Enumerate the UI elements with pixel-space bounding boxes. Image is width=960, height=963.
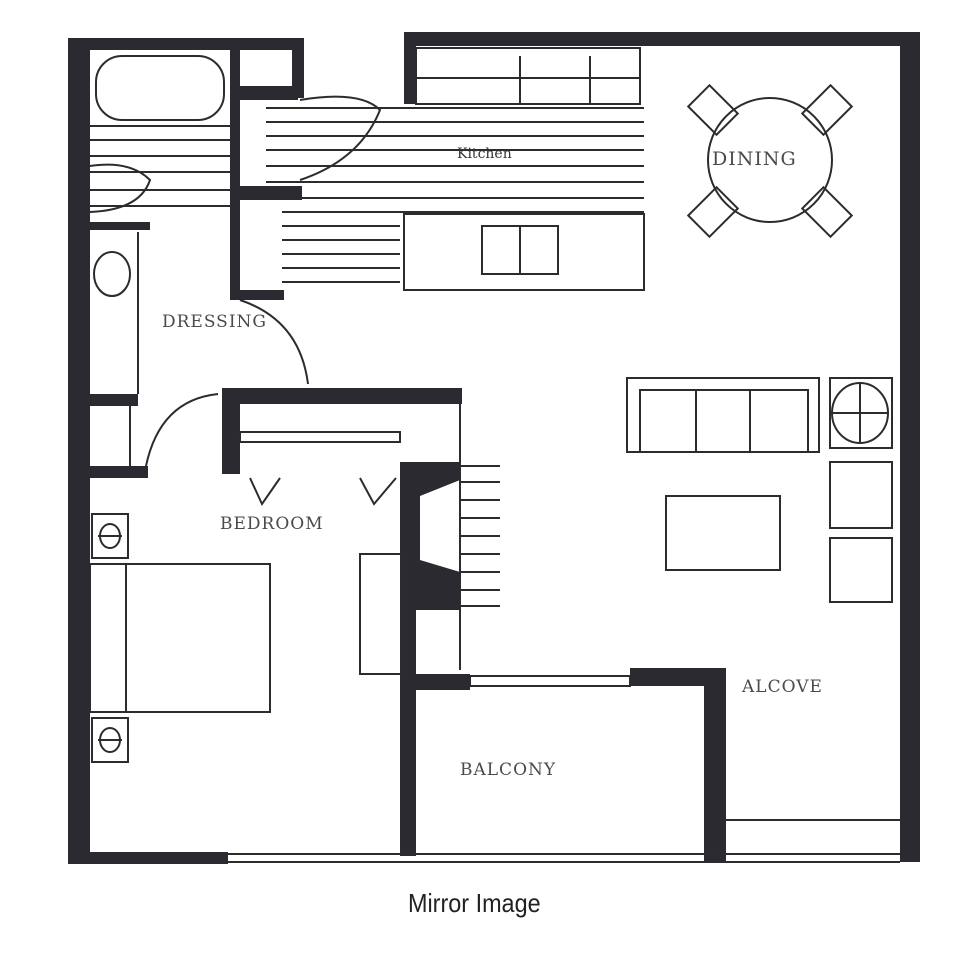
chair bbox=[686, 83, 740, 137]
room-label-bedroom: BEDROOM bbox=[220, 514, 324, 534]
walls bbox=[68, 32, 920, 864]
wall-south-left bbox=[68, 852, 228, 864]
wall-bath-dressing bbox=[230, 48, 240, 300]
wall-closet-2 bbox=[236, 186, 302, 200]
chair bbox=[686, 185, 740, 239]
room-label-balcony: BALCONY bbox=[460, 760, 557, 780]
wall-bedroom-top bbox=[88, 466, 148, 478]
door-dressing bbox=[239, 299, 309, 385]
closet-rail bbox=[239, 431, 401, 443]
wall-north-right bbox=[404, 32, 920, 46]
wall-north-left bbox=[68, 38, 304, 50]
plan-caption: Mirror Image bbox=[407, 888, 541, 918]
wall-balcony-east bbox=[704, 668, 726, 862]
wall-dressing-bottom bbox=[88, 394, 138, 406]
room-label-kitchen: Kitchen bbox=[457, 146, 512, 162]
armchair bbox=[829, 537, 893, 603]
chair bbox=[800, 83, 854, 137]
door-kitchen bbox=[299, 95, 382, 181]
bed bbox=[89, 563, 271, 713]
room-label-dining: DINING bbox=[712, 148, 797, 170]
closet-door bbox=[359, 477, 397, 506]
nightstand bbox=[91, 717, 129, 763]
dresser bbox=[359, 553, 403, 675]
wall-closet bbox=[236, 86, 298, 100]
coffee-table bbox=[665, 495, 781, 571]
wall-east bbox=[900, 32, 920, 862]
wall-balcony-east-top bbox=[630, 668, 722, 686]
armchair bbox=[829, 461, 893, 529]
closet-door bbox=[249, 477, 281, 507]
kitchen-floor bbox=[266, 107, 644, 283]
wall-balcony-north bbox=[410, 674, 470, 690]
side-table bbox=[829, 377, 893, 449]
upper-cabinets bbox=[415, 47, 641, 105]
wall-dressing-door bbox=[236, 290, 284, 300]
fireplace bbox=[400, 462, 460, 610]
wall-kitchen-top bbox=[404, 32, 416, 104]
sink bbox=[93, 251, 131, 297]
hearth bbox=[460, 465, 500, 607]
room-label-alcove: ALCOVE bbox=[742, 677, 823, 697]
fixtures bbox=[89, 47, 900, 863]
chair bbox=[800, 185, 854, 239]
wall-bedroom-north bbox=[222, 388, 462, 404]
room-label-dressing: DRESSING bbox=[162, 312, 268, 332]
toilet bbox=[89, 163, 152, 213]
lower-counter bbox=[403, 213, 645, 291]
door-bedroom bbox=[145, 393, 219, 467]
wall-west bbox=[68, 38, 90, 864]
wall-bath-bottom bbox=[88, 222, 150, 230]
balcony-slider bbox=[469, 675, 631, 687]
bathtub bbox=[95, 55, 225, 121]
wall-notch bbox=[292, 38, 304, 98]
nightstand bbox=[91, 513, 129, 559]
wall-bedroom-post bbox=[222, 388, 240, 474]
dining-table bbox=[707, 97, 833, 223]
